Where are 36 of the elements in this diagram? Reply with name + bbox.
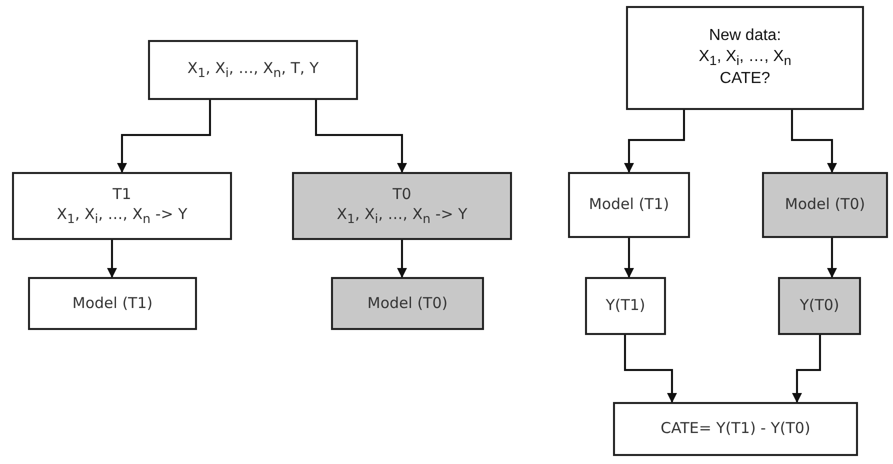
box-text: Model (T1) [588, 195, 670, 215]
arrow [107, 240, 117, 278]
arrow [117, 100, 211, 173]
box-text: X$_{1}$, X$_{i}$, …, X$_{n}$ -> Y [56, 204, 188, 227]
process-box [148, 40, 358, 100]
arrow [827, 238, 837, 278]
arrow [624, 110, 685, 173]
process-box [613, 402, 858, 456]
box-heading: T0 [392, 185, 412, 205]
arrow [792, 335, 821, 403]
process-box [28, 277, 197, 330]
arrow [791, 110, 837, 173]
process-box [626, 6, 864, 110]
box-text: Y(T1) [606, 296, 646, 316]
box-text: CATE= Y(T1) - Y(T0) [660, 419, 810, 439]
box-text: Model (T1) [72, 294, 153, 314]
process-box [762, 172, 888, 238]
box-text: Model (T0) [367, 294, 448, 314]
box-text: CATE? [720, 69, 770, 90]
process-box [292, 172, 512, 240]
arrow [624, 335, 677, 403]
box-heading: New data: [708, 26, 782, 46]
process-box [331, 277, 484, 330]
arrow [624, 238, 634, 278]
box-text: Y(T0) [800, 296, 840, 316]
process-box [12, 172, 232, 240]
box-text: Model (T0) [784, 195, 866, 215]
process-box [585, 277, 666, 335]
arrow [315, 100, 407, 173]
process-box [778, 277, 861, 335]
box-text: X$_{1}$, X$_{i}$, …, X$_{n}$ -> Y [336, 204, 468, 227]
box-heading: T1 [112, 185, 132, 205]
box-text: X$_{1}$, X$_{i}$, …, X$_{n}$ [698, 46, 792, 70]
process-box [568, 172, 690, 238]
box-text: X$_{1}$, X$_{i}$, …, X$_{n}$, T, Y [187, 58, 319, 82]
arrow [397, 240, 407, 278]
